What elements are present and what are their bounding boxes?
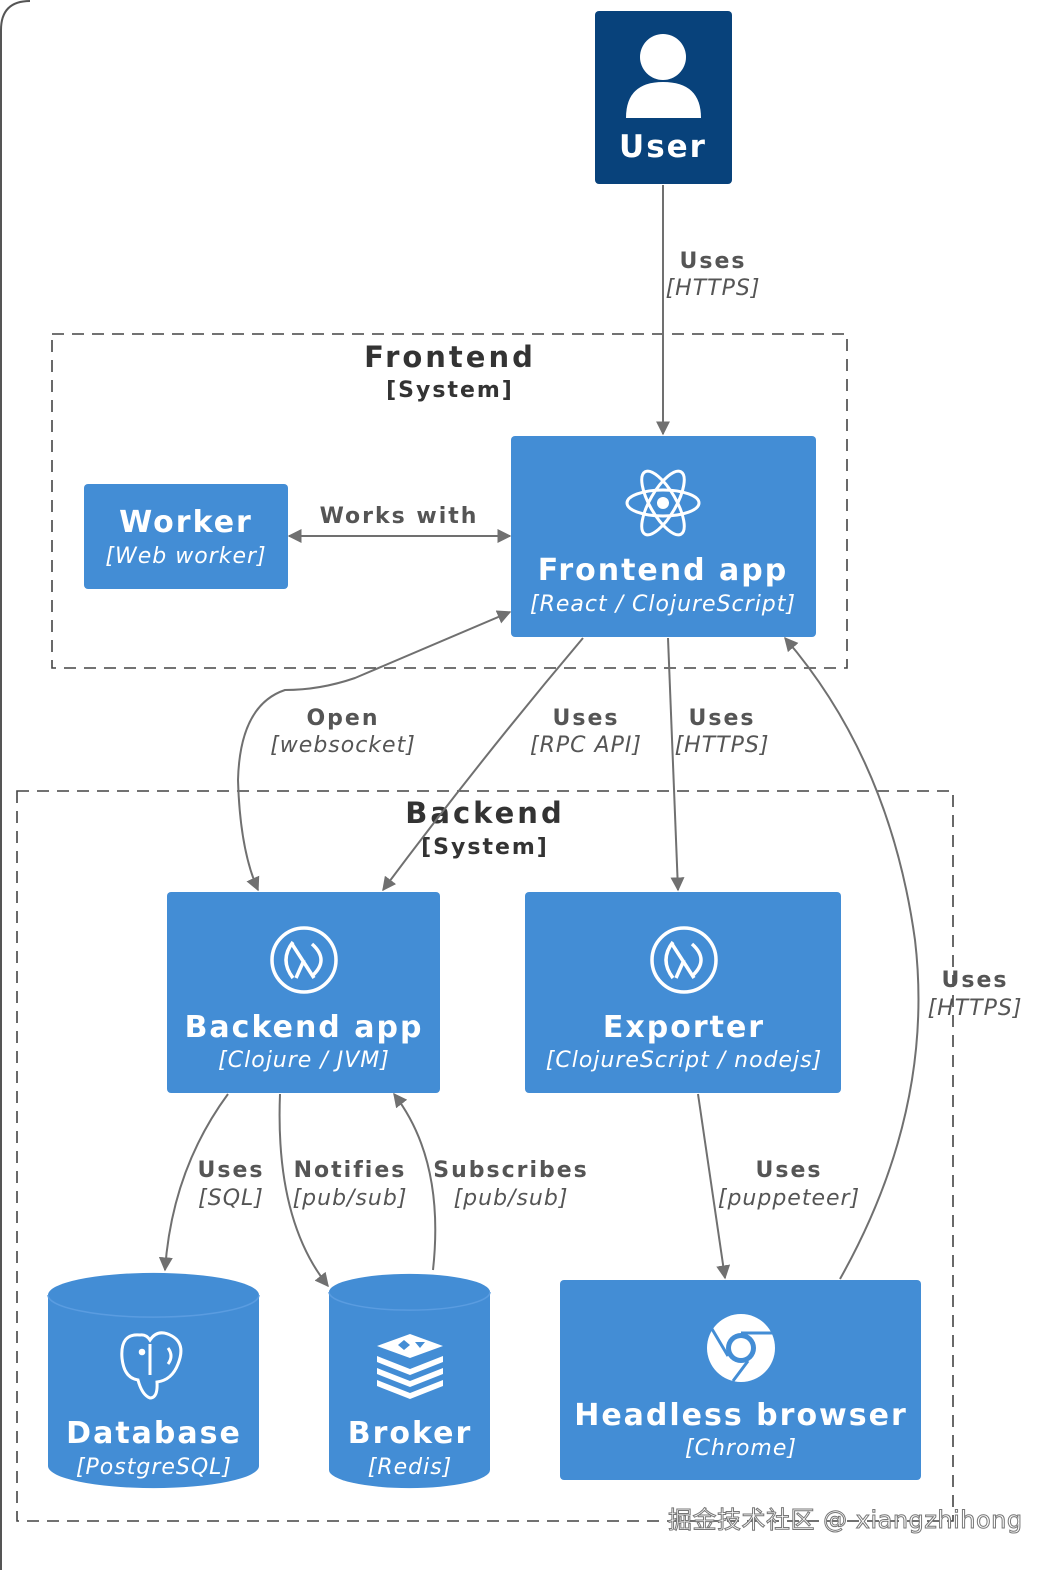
edge-frontend-backend-websocket xyxy=(236,610,512,892)
svg-text:Open: Open xyxy=(306,706,379,731)
broker-title: Broker xyxy=(348,1416,473,1451)
worker-tech: [Web worker] xyxy=(105,544,266,569)
svg-text:[SQL]: [SQL] xyxy=(198,1186,264,1211)
edge-backend-broker-notifies xyxy=(278,1093,329,1288)
user-person[interactable]: User xyxy=(595,11,732,184)
headless-browser-title: Headless browser xyxy=(574,1398,908,1433)
clojure-icon xyxy=(650,926,718,994)
svg-text:Uses: Uses xyxy=(553,706,620,731)
exporter-title: Exporter xyxy=(603,1010,765,1045)
frontend-system-boundary: Frontend [System] xyxy=(51,333,848,669)
redis-icon xyxy=(377,1334,443,1399)
exporter-container[interactable]: Exporter [ClojureScript / nodejs] xyxy=(525,892,841,1093)
backend-app-title: Backend app xyxy=(185,1010,424,1045)
svg-text:[HTTPS]: [HTTPS] xyxy=(928,996,1023,1021)
headless-browser-tech: [Chrome] xyxy=(685,1436,797,1461)
edge-exporter-browser xyxy=(697,1093,731,1280)
edge-labels: Uses [HTTPS] Works with Open [websocket]… xyxy=(198,249,1023,1211)
edges xyxy=(158,185,920,1288)
label-worker-frontend: Works with xyxy=(320,504,479,529)
postgresql-icon xyxy=(120,1331,183,1400)
backend-app-container[interactable]: Backend app [Clojure / JVM] xyxy=(167,892,440,1093)
worker-title: Worker xyxy=(119,505,253,540)
svg-text:[HTTPS]: [HTTPS] xyxy=(666,276,761,301)
database-tech: [PostgreSQL] xyxy=(76,1455,232,1480)
watermark-text: 掘金技术社区 @ xiangzhihong xyxy=(668,1506,1023,1534)
frontend-app-title: Frontend app xyxy=(538,553,789,588)
edge-backend-database xyxy=(158,1093,229,1272)
svg-text:Uses: Uses xyxy=(689,706,756,731)
frame-corner xyxy=(0,0,31,31)
svg-text:[HTTPS]: [HTTPS] xyxy=(675,733,770,758)
label-backend-database: Uses [SQL] xyxy=(198,1158,265,1211)
user-label: User xyxy=(619,129,707,165)
label-frontend-backend-websocket: Open [websocket] xyxy=(270,706,416,758)
svg-text:[pub/sub]: [pub/sub] xyxy=(454,1186,569,1211)
svg-text:Uses: Uses xyxy=(198,1158,265,1183)
svg-text:[pub/sub]: [pub/sub] xyxy=(293,1186,408,1211)
broker-tech: [Redis] xyxy=(368,1455,453,1480)
label-user-frontend: Uses [HTTPS] xyxy=(666,249,761,301)
frontend-system-title: Frontend xyxy=(364,340,536,374)
svg-text:[RPC API]: [RPC API] xyxy=(530,733,642,758)
exporter-tech: [ClojureScript / nodejs] xyxy=(546,1048,822,1073)
headless-browser-container[interactable]: Headless browser [Chrome] xyxy=(560,1280,921,1480)
broker-container[interactable]: Broker [Redis] xyxy=(328,1273,491,1489)
svg-text:Uses: Uses xyxy=(680,249,747,274)
backend-system-type: [System] xyxy=(421,835,549,860)
svg-text:Works with: Works with xyxy=(320,504,479,529)
backend-app-tech: [Clojure / JVM] xyxy=(218,1048,390,1073)
label-exporter-browser: Uses [puppeteer] xyxy=(718,1158,860,1211)
edge-broker-backend-subscribes xyxy=(393,1092,437,1271)
svg-text:Subscribes: Subscribes xyxy=(433,1158,589,1183)
frontend-system-type: [System] xyxy=(386,378,514,403)
label-frontend-backend-rpc: Uses [RPC API] xyxy=(530,706,642,758)
clojure-icon xyxy=(270,926,338,994)
svg-text:[websocket]: [websocket] xyxy=(270,733,416,758)
svg-text:Notifies: Notifies xyxy=(294,1158,407,1183)
frontend-app-container[interactable]: Frontend app [React / ClojureScript] xyxy=(511,436,816,637)
svg-text:Uses: Uses xyxy=(942,968,1009,993)
frontend-app-tech: [React / ClojureScript] xyxy=(530,592,796,617)
edge-frontend-backend-rpc xyxy=(382,637,584,892)
label-backend-broker-notifies: Notifies [pub/sub] xyxy=(293,1158,408,1211)
chrome-icon xyxy=(707,1314,775,1382)
label-frontend-exporter: Uses [HTTPS] xyxy=(675,706,770,758)
database-title: Database xyxy=(66,1416,242,1451)
person-icon xyxy=(626,34,701,118)
worker-container[interactable]: Worker [Web worker] xyxy=(84,484,288,589)
backend-system-title: Backend xyxy=(405,796,564,830)
label-browser-frontend: Uses [HTTPS] xyxy=(928,968,1023,1021)
database-container[interactable]: Database [PostgreSQL] xyxy=(47,1272,260,1489)
react-icon xyxy=(625,469,701,537)
edge-browser-frontend xyxy=(784,636,920,1280)
edge-frontend-exporter xyxy=(667,637,685,892)
label-broker-backend-subscribes: Subscribes [pub/sub] xyxy=(433,1158,589,1211)
svg-text:Uses: Uses xyxy=(756,1158,823,1183)
svg-text:[puppeteer]: [puppeteer] xyxy=(718,1186,860,1211)
